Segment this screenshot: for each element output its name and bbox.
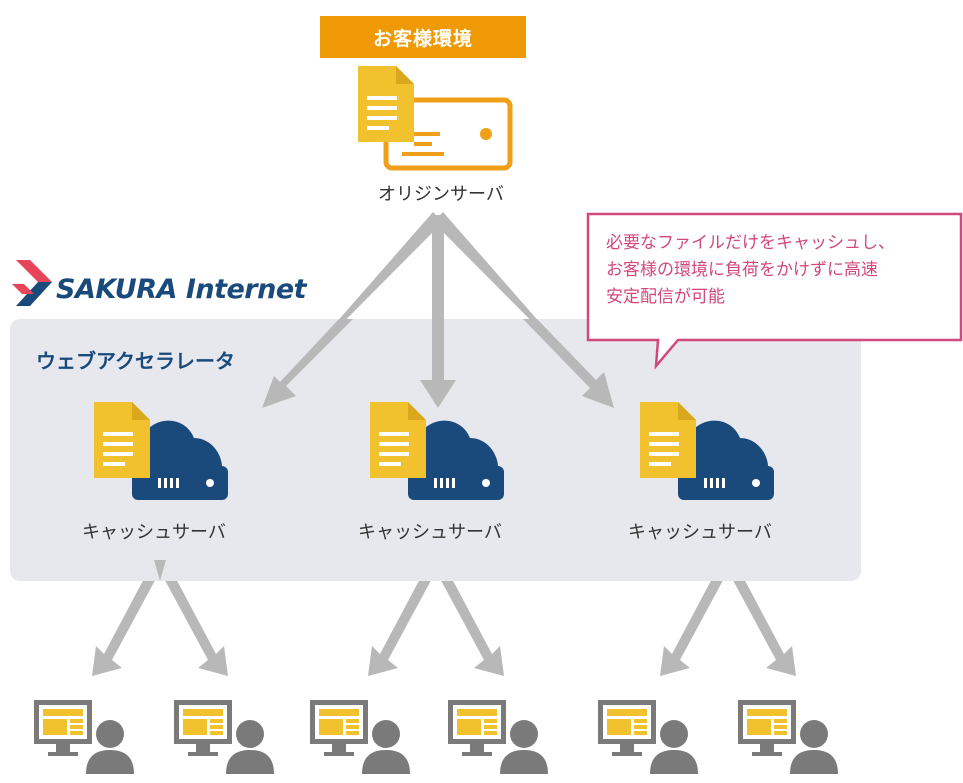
origin-server-icon	[358, 66, 513, 171]
callout-text: 必要なファイルだけをキャッシュし、 お客様の環境に負荷をかけずに高速 安定配信が…	[606, 230, 956, 311]
callout-line: 必要なファイルだけをキャッシュし、	[606, 233, 895, 253]
origin-to-cache-arrows	[262, 212, 614, 408]
cache-server-label: キャッシュサーバ	[82, 522, 226, 543]
cache-server-label: キャッシュサーバ	[358, 522, 502, 543]
user-at-monitor-icon	[448, 700, 548, 774]
user-at-monitor-icon	[34, 700, 134, 774]
user-at-monitor-icon	[310, 700, 410, 774]
user-at-monitor-icon	[738, 700, 838, 774]
user-at-monitor-icon	[174, 700, 274, 774]
cache-server-icon	[94, 402, 228, 500]
brand-name: SAKURA Internet	[56, 274, 307, 305]
callout-bubble	[586, 212, 963, 370]
origin-server-label: オリジンサーバ	[378, 184, 504, 205]
user-at-monitor-icon	[598, 700, 698, 774]
cache-to-user-arrows	[92, 560, 796, 676]
cache-server-icon	[370, 402, 504, 500]
callout-line: お客様の環境に負荷をかけずに高速	[606, 260, 878, 280]
callout-line: 安定配信が可能	[606, 287, 725, 307]
customer-environment-badge: お客様環境	[320, 16, 526, 58]
sakura-logo-icon	[12, 260, 52, 306]
cache-server-label: キャッシュサーバ	[628, 522, 772, 543]
cache-server-icon	[640, 402, 774, 500]
web-accelerator-title: ウェブアクセラレータ	[36, 349, 235, 373]
